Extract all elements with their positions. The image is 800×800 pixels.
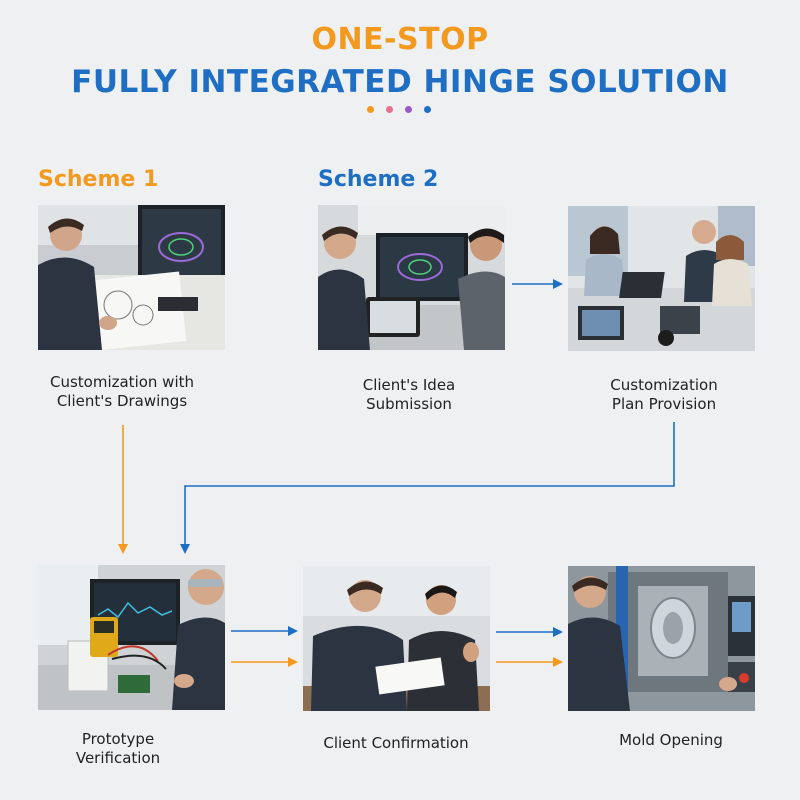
photo-plan-provision bbox=[568, 206, 755, 351]
decorative-dots bbox=[365, 106, 435, 116]
label-confirmation-line1: Client Confirmation bbox=[323, 734, 469, 752]
label-drawings: Customization with Client's Drawings bbox=[38, 373, 206, 411]
label-drawings-line2: Client's Drawings bbox=[56, 392, 188, 410]
label-plan-line1: Customization bbox=[610, 376, 718, 394]
photo-drawings bbox=[38, 205, 225, 350]
title-hinge-solution: FULLY INTEGRATED HINGE SOLUTION bbox=[71, 64, 729, 100]
scheme-2-label: Scheme 2 bbox=[318, 167, 439, 192]
label-plan-line2: Plan Provision bbox=[611, 395, 717, 413]
label-plan: Customization Plan Provision bbox=[568, 376, 760, 414]
dot-blue bbox=[424, 106, 431, 113]
arrow-plan-to-prototype bbox=[180, 422, 675, 554]
label-prototype: Prototype Verification bbox=[38, 730, 198, 768]
label-prototype-line2: Verification bbox=[75, 749, 161, 767]
label-prototype-line1: Prototype bbox=[81, 730, 155, 748]
label-idea-line1: Client's Idea bbox=[362, 376, 456, 394]
photo-idea-submission bbox=[318, 205, 505, 350]
dot-orange bbox=[367, 106, 374, 113]
dot-purple bbox=[405, 106, 412, 113]
title-one-stop: ONE-STOP bbox=[311, 22, 489, 57]
label-idea-line2: Submission bbox=[366, 395, 452, 413]
label-mold-line1: Mold Opening bbox=[619, 731, 723, 749]
photo-confirmation bbox=[303, 566, 490, 711]
label-idea: Client's Idea Submission bbox=[318, 376, 500, 414]
photo-mold-opening bbox=[568, 566, 755, 711]
label-confirmation: Client Confirmation bbox=[303, 734, 489, 753]
photo-prototype bbox=[38, 565, 225, 710]
dot-pink bbox=[386, 106, 393, 113]
scheme-1-label: Scheme 1 bbox=[38, 167, 159, 192]
label-drawings-line1: Customization with bbox=[49, 373, 195, 391]
label-mold: Mold Opening bbox=[568, 731, 774, 750]
